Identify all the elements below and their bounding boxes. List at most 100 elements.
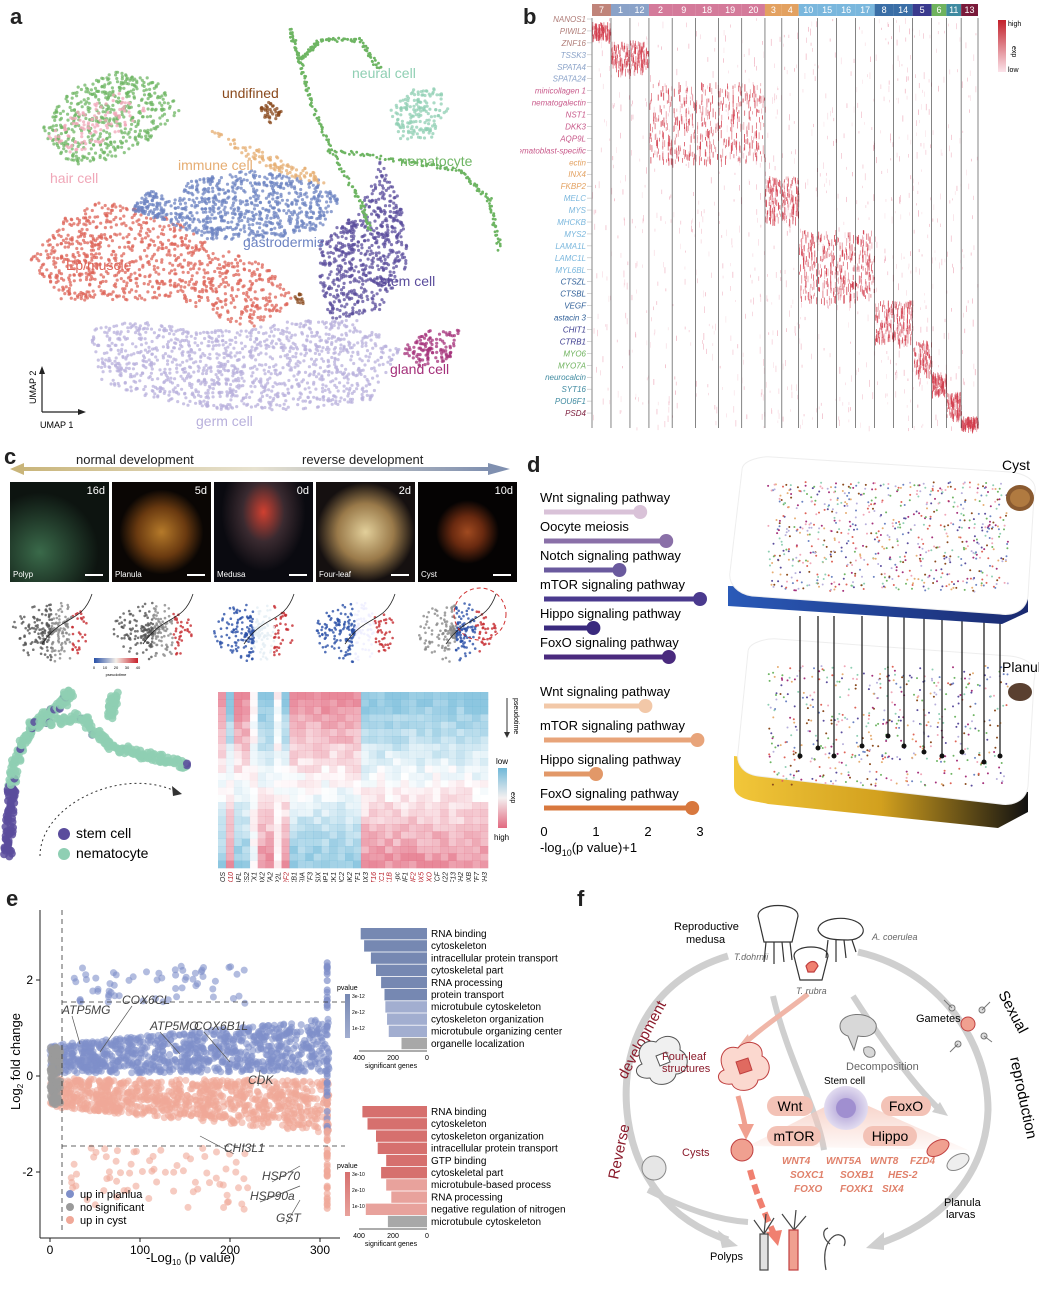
tf-gene-16: NK2: [347, 872, 354, 882]
tf-gene-11: BTF3: [307, 872, 314, 882]
tf-gene-4: OTX1: [252, 872, 259, 882]
f-gene-0-2: WNT8: [870, 1156, 899, 1167]
volc-gene-1: ATP5MG: [61, 1003, 110, 1017]
tf-gene-26: FOXO: [426, 871, 433, 882]
gene-label-9: DKK3: [565, 123, 586, 132]
development-arrow: [10, 463, 510, 475]
tf-gene-22: Cnox4-pc: [395, 872, 402, 882]
lolli1-dot-4: [586, 621, 601, 635]
cluster-header-17: [855, 4, 875, 16]
tf-gene-8: E2F2: [284, 872, 291, 882]
reproductive-medusa-2: medusa: [686, 934, 726, 946]
go-up-term-0: RNA binding: [431, 929, 487, 940]
go-up-legend-tick-2: 1e-12: [352, 1026, 365, 1032]
go-down-xtick-1: 200: [387, 1233, 399, 1240]
cluster-header-11: [946, 4, 962, 16]
gene-label-23: CTSBL: [560, 290, 586, 299]
lolli1-dot-5: [661, 650, 676, 664]
gene-label-33: PSD4: [565, 409, 586, 418]
f-gene-1-0: SOXC1: [790, 1170, 824, 1181]
volc-xtick-2: 200: [220, 1243, 240, 1257]
heatmap-gene-labels: NANOS1PIWIL2ZNF16TSSK3SPATA4SPATA24minic…: [520, 15, 592, 418]
heatmap-legend: high exp low: [998, 20, 1021, 74]
lolli1-dot-0: [633, 505, 648, 519]
pathway-pill-mtor: [767, 1126, 821, 1146]
f-gene-1-2: HES-2: [888, 1170, 918, 1181]
lolli1-label-4: Hippo signaling pathway: [540, 606, 681, 621]
volc-xtick-3: 300: [310, 1243, 330, 1257]
go-up-xtick-2: 0: [425, 1055, 429, 1062]
umap-label-9: germ cell: [196, 413, 253, 429]
lolli2-label-0: Wnt signaling pathway: [540, 684, 671, 699]
gene-label-21: MYL6BL: [555, 266, 586, 275]
gene-label-14: FKBP2: [561, 182, 587, 191]
panel-label-d: d: [527, 452, 541, 477]
umap-axes: UMAP 2 UMAP 1: [28, 366, 86, 430]
cluster-header-7: [592, 4, 611, 16]
hb-legend-low: low: [1008, 67, 1019, 74]
tf-gene-13: TFDP1: [323, 872, 330, 882]
gene-label-3: TSSK3: [561, 51, 587, 60]
go-down-legend-tick-1: 2e-10: [352, 1188, 365, 1194]
heatmap-body: [591, 18, 979, 434]
cluster-header-4: [781, 4, 799, 16]
cluster-header-9: [672, 4, 696, 16]
go-up-xtick-0: 400: [353, 1055, 365, 1062]
panel-label-a: a: [10, 4, 23, 29]
hm-legend-mid: exp: [509, 792, 516, 803]
volc-xtick-1: 100: [130, 1243, 150, 1257]
go-down-term-6: microtubule-based process: [431, 1180, 551, 1191]
go-down-bar-4: [386, 1154, 427, 1167]
pseudotime-colorbar-title: pseudotime: [106, 672, 127, 677]
go-down-bar-0: [362, 1106, 427, 1118]
panel-label-f: f: [577, 886, 585, 911]
go-up-term-8: microtubule organizing center: [431, 1027, 563, 1038]
panel-label-c: c: [4, 444, 17, 469]
go-up-legend-title: pvalue: [337, 985, 358, 992]
go-up-term-5: protein transport: [431, 990, 504, 1001]
pathway-pill-hippo: [863, 1126, 917, 1146]
tf-gene-5: CDX2: [260, 872, 267, 882]
pt-tick-3: 30: [125, 665, 130, 670]
gene-label-16: MYS: [569, 206, 587, 215]
go-down-bar-9: [387, 1215, 427, 1228]
layered-umap-3d: Cyst Planula: [728, 456, 1039, 828]
go-down-bar-5: [381, 1167, 427, 1179]
planula-icon: [926, 1138, 970, 1172]
go-down-xtick-0: 400: [353, 1233, 365, 1240]
gene-label-5: SPATA24: [553, 75, 587, 84]
stem-cell-label: Stem cell: [824, 1076, 865, 1087]
gene-label-12: ectin: [569, 158, 586, 167]
layer-links: [797, 616, 1003, 765]
left-cycle-arc: [622, 952, 730, 1244]
tf-gene-7: TFCP2L: [276, 872, 283, 882]
volc-ytick-0: 2: [26, 973, 33, 987]
go-up-legend-tick-1: 2e-12: [352, 1010, 365, 1016]
tf-gene-28: SOX22: [442, 872, 449, 882]
panel-label-e: e: [6, 886, 19, 911]
gene-label-28: MYO6: [563, 349, 586, 358]
normal-development-label: normal development: [76, 452, 194, 467]
species-acoerulea: A. coerulea: [871, 932, 918, 942]
polyps-label: Polyps: [710, 1251, 744, 1263]
cluster-header-8: [874, 4, 894, 16]
go-down-bar-8: [365, 1203, 427, 1215]
gene-label-19: LAMA1L: [555, 242, 586, 251]
lolli2-label-1: mTOR signaling pathway: [540, 718, 685, 733]
tf-gene-0: NANOS: [220, 872, 227, 882]
go-up-bar-5: [384, 989, 427, 1001]
go-up-xlabel: significant genes: [365, 1063, 418, 1070]
hm-legend-pseudotime: pseudotime: [512, 698, 519, 734]
cluster-header-2: [648, 4, 673, 16]
gene-label-18: MYS2: [564, 230, 586, 239]
f-gene-0-0: WNT4: [782, 1156, 811, 1167]
go-up-bar-0: [360, 928, 427, 940]
volc-ytick-2: -2: [22, 1165, 33, 1179]
gene-label-11: nematoblast-specific: [520, 146, 586, 155]
decomposition-label: Decomposition: [846, 1061, 919, 1073]
